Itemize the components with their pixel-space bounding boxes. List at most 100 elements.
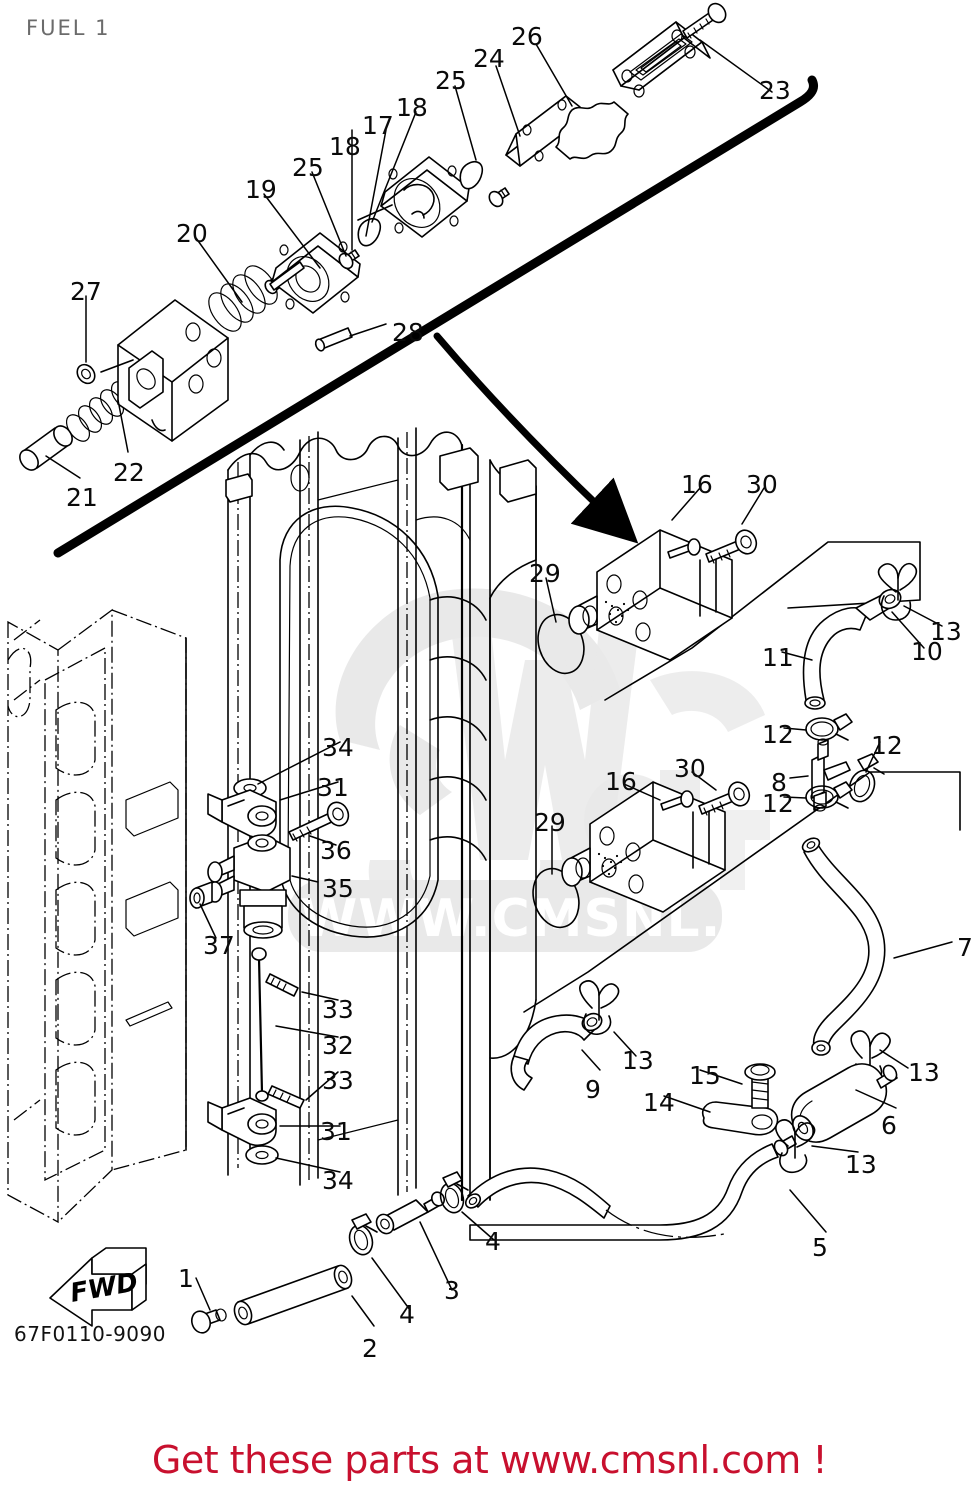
callout-28: 28 (392, 318, 424, 347)
callout-11: 11 (762, 643, 794, 672)
callout-3: 3 (444, 1276, 460, 1305)
part-28-dowel (314, 327, 353, 352)
callout-13-right: 13 (908, 1058, 940, 1087)
callout-29-upper: 29 (529, 559, 561, 588)
cylinder-block-center (225, 427, 537, 1202)
part-11-elbow-hose (802, 606, 869, 710)
part-26-gasket (555, 101, 629, 160)
callout-32: 32 (322, 1031, 354, 1060)
callout-13-lower: 13 (845, 1150, 877, 1179)
pump-dot-shading (604, 600, 630, 624)
callout-9: 9 (585, 1075, 601, 1104)
part-37-plug (189, 881, 213, 909)
linkage-assembly (189, 778, 350, 1165)
callout-33-upper: 33 (322, 995, 354, 1024)
part-32-link-rod (251, 947, 269, 1102)
callout-34-upper: 34 (322, 733, 354, 762)
callout-31-upper: 31 (317, 773, 349, 802)
forward-direction-arrow: FWD (49, 1247, 147, 1327)
callout-8: 8 (771, 768, 787, 797)
crankcase-left-phantom (7, 608, 187, 1224)
part-34-washer-lower (245, 1145, 279, 1165)
callout-25-right: 25 (435, 66, 467, 95)
part-25-screw-left (338, 249, 360, 270)
part-19-housing (269, 232, 361, 314)
callout-13-mid-left: 13 (622, 1046, 654, 1075)
callout-12-bottom: 12 (762, 789, 794, 818)
callout-10: 10 (911, 637, 943, 666)
part-27-seal (76, 363, 96, 385)
callout-36: 36 (320, 836, 352, 865)
part-13-clip-lower (775, 1119, 816, 1174)
callout-16-lower: 16 (605, 767, 637, 796)
callout-29-lower: 29 (534, 808, 566, 837)
callout-21: 21 (66, 483, 98, 512)
part-31-arm-upper (207, 789, 277, 838)
callout-4-lower: 4 (399, 1300, 415, 1329)
callout-15: 15 (689, 1061, 721, 1090)
part-4-clamp-right (439, 1171, 469, 1214)
part-18-reed-left (357, 218, 382, 247)
part-3-fuel-filter-inline (375, 1191, 446, 1235)
callout-27: 27 (70, 277, 102, 306)
part-17-housing (357, 156, 470, 238)
callout-12-top: 12 (762, 720, 794, 749)
callout-34-lower: 34 (322, 1166, 354, 1195)
callout-7: 7 (957, 933, 973, 962)
callout-30-lower: 30 (674, 754, 706, 783)
part-2-fuel-pipe (233, 1264, 353, 1326)
footer-promo-text: Get these parts at www.cmsnl.com ! (151, 1438, 828, 1482)
part-29-oring-lower (532, 867, 580, 929)
part-25-screw-right (488, 187, 510, 208)
part-21-plunger (19, 425, 73, 471)
callout-35: 35 (322, 874, 354, 903)
callout-31-lower: 31 (320, 1117, 352, 1146)
part-15-bolt (744, 1063, 776, 1109)
callout-25-left: 25 (292, 153, 324, 182)
callout-1: 1 (178, 1264, 194, 1293)
part-31-arm-lower (207, 1097, 277, 1146)
callout-37: 37 (203, 931, 235, 960)
callout-5: 5 (812, 1233, 828, 1262)
part-10-fitting (855, 588, 902, 621)
part-29-oring-upper (537, 613, 585, 675)
callout-17: 17 (362, 111, 394, 140)
callout-13-upper-right: 13 (930, 617, 962, 646)
callout-19: 19 (245, 175, 277, 204)
diagram-part-number: 67F0110-9090 (14, 1322, 166, 1346)
callout-33-lower: 33 (322, 1066, 354, 1095)
part-4-clamp-left (348, 1213, 378, 1256)
part-12-clamp-bottom (805, 781, 853, 809)
part-18-reed-right (459, 161, 484, 190)
callout-12-right: 12 (871, 731, 903, 760)
part-7-fuel-hose (801, 837, 886, 1056)
callout-24: 24 (473, 44, 505, 73)
part-1-plug (190, 1308, 227, 1334)
callout-20: 20 (176, 219, 208, 248)
callout-30-upper: 30 (746, 470, 778, 499)
parts-diagram: .ln{fill:none;stroke:#000;stroke-width:1… (7, 2, 961, 1334)
callout-leader-lines (45, 39, 953, 1327)
part-12-clamp-top (805, 713, 853, 741)
part-23-valve-plate (612, 21, 711, 98)
callout-23: 23 (759, 76, 791, 105)
fuel-pump-lower (523, 771, 961, 1013)
part-12-clamp-right (848, 753, 885, 803)
callout-18-right: 18 (396, 93, 428, 122)
fuel-pump-upper (568, 529, 921, 701)
callout-16-upper: 16 (681, 470, 713, 499)
bottom-connecting-hose (464, 1167, 725, 1238)
part-35-fuel-joint (207, 834, 291, 939)
part-5-fuel-hose-lower (469, 1143, 779, 1241)
inset-pointer-arrow (433, 332, 639, 544)
page-title: FUEL 1 (26, 16, 111, 40)
inset-divider (53, 75, 818, 558)
part-36-bolt (288, 801, 350, 842)
part-30-bolt-upper (705, 529, 758, 564)
callout-6: 6 (881, 1111, 897, 1140)
part-14-bracket (701, 1101, 779, 1136)
part-30-bolt-lower (698, 781, 751, 816)
part-33-pin-upper (265, 973, 299, 997)
callout-4-upper: 4 (485, 1227, 501, 1256)
part-13-clip-upper-right (877, 562, 918, 621)
